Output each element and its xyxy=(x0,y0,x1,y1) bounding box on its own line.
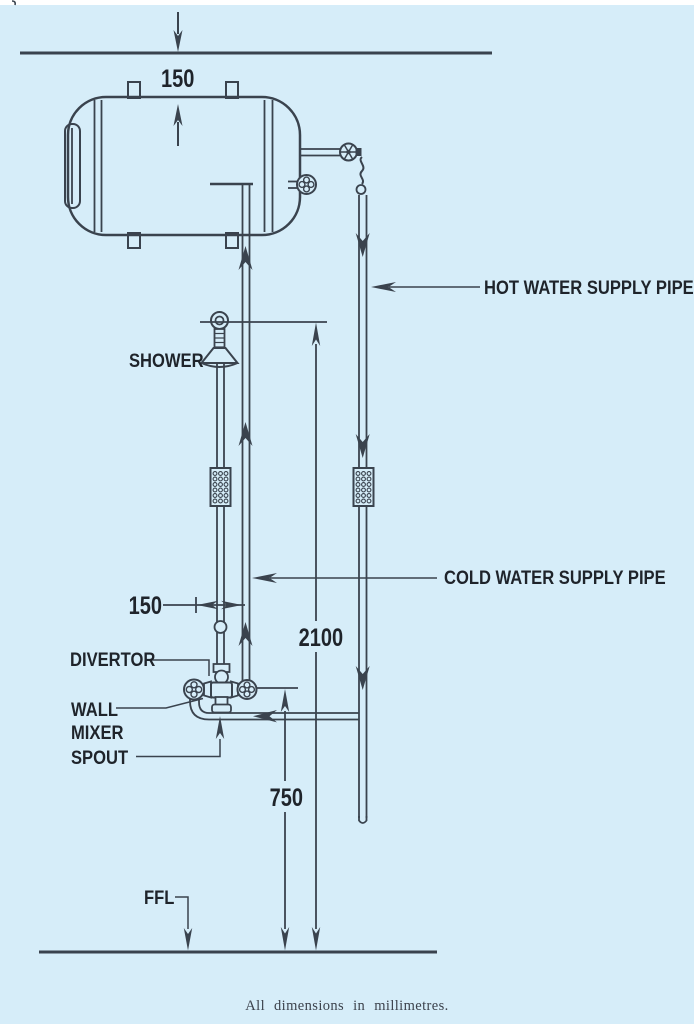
dim-150-mixer-text: 150 xyxy=(128,592,162,620)
tank-leg xyxy=(127,232,141,249)
connector-loop xyxy=(355,184,367,195)
flexible-connector xyxy=(359,156,365,185)
flow-arrows xyxy=(238,233,370,723)
flow-arrow-down-icon xyxy=(355,233,370,257)
tank-leg xyxy=(225,81,239,99)
spout-label: SPOUT xyxy=(71,747,129,769)
dimension-2100 xyxy=(200,321,327,951)
ffl-label: FFL xyxy=(144,887,175,909)
pipe-collar xyxy=(213,620,228,634)
shower-cone xyxy=(199,347,240,364)
arrow-down-icon xyxy=(280,927,290,951)
cold-pipe-leader xyxy=(252,573,437,583)
dim-2100-text: 2100 xyxy=(298,624,344,652)
dim-150-ceiling-text: 150 xyxy=(161,65,195,93)
flow-arrow-up-icon xyxy=(238,422,253,446)
arrow-left-icon xyxy=(197,600,218,610)
units-note: All dimensions in millimetres. xyxy=(245,998,449,1014)
dim-750-text: 750 xyxy=(269,784,303,812)
mixer-left-union xyxy=(203,680,212,699)
arrow-down-icon xyxy=(173,30,183,52)
cold-water-riser-pipe xyxy=(241,232,251,681)
arrow-right-icon xyxy=(221,600,242,610)
dimension-150-ceiling xyxy=(173,12,183,146)
arrow-up-icon xyxy=(215,716,225,739)
tank-leg xyxy=(127,81,141,99)
arrow-left-icon xyxy=(371,282,396,292)
ffl-leader xyxy=(175,896,193,951)
arrow-down-icon xyxy=(183,928,193,951)
thermostat-boss xyxy=(296,174,317,195)
flow-arrow-up-icon xyxy=(238,622,253,646)
hot-pipe-leader xyxy=(371,282,480,292)
flow-arrow-down-icon xyxy=(355,434,370,458)
mixer-body xyxy=(210,681,233,699)
hot-water-supply-pipe xyxy=(358,195,368,824)
valve-stub xyxy=(355,148,362,156)
wall-mixer-assembly xyxy=(183,663,258,714)
divertor-label: DIVERTOR xyxy=(70,649,156,671)
tank-leg xyxy=(225,232,239,249)
pipe-coupling-hot xyxy=(352,467,375,507)
flow-arrow-left-icon xyxy=(253,710,277,723)
flow-arrow-down-icon xyxy=(355,666,370,690)
shower-head xyxy=(199,311,240,368)
shower-label: SHOWER xyxy=(129,350,204,372)
arrow-up-icon xyxy=(311,322,321,346)
dimension-750 xyxy=(256,687,298,951)
spout-leader xyxy=(136,716,225,758)
flow-arrow-up-icon xyxy=(238,246,253,270)
dimension-150-mixer xyxy=(163,597,245,613)
tank-shell xyxy=(66,95,302,237)
arrow-left-icon xyxy=(252,573,277,583)
pipe-coupling-shower xyxy=(209,467,232,507)
hot-water-pipe-label: HOT WATER SUPPLY PIPE xyxy=(484,277,694,299)
divertor-leader xyxy=(150,659,210,676)
top-edge-artifact xyxy=(11,0,16,6)
tank-end-cap xyxy=(64,123,81,209)
shower-pipe xyxy=(216,364,225,668)
tank-outlet xyxy=(300,142,367,195)
arrow-down-icon xyxy=(311,927,321,951)
mixer-right-handle xyxy=(236,679,258,700)
pipe-end-cap xyxy=(358,816,368,824)
arrow-up-icon xyxy=(173,104,183,126)
arrow-up-icon xyxy=(280,689,290,712)
spout-flange xyxy=(211,703,232,714)
wall-mixer-label-line2: MIXER xyxy=(71,722,124,744)
drawing-background xyxy=(0,5,694,1024)
hot-water-tank xyxy=(64,81,317,249)
cold-water-pipe-label: COLD WATER SUPPLY PIPE xyxy=(444,567,666,589)
mixer-feed-pipe xyxy=(189,698,359,721)
mixer-left-handle xyxy=(183,678,205,701)
wall-mixer-label-line1: WALL xyxy=(71,699,118,721)
